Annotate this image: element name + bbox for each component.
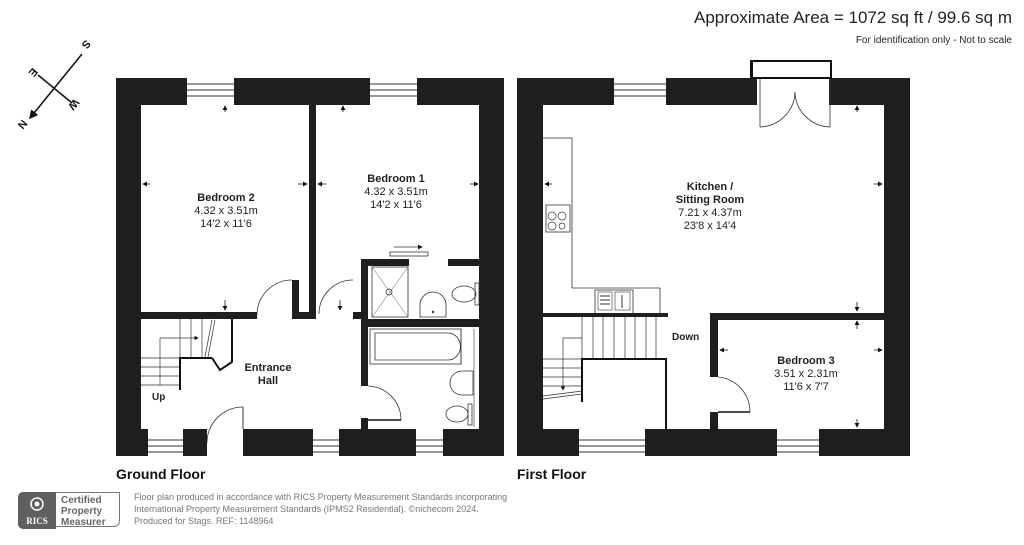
room-name: Bedroom 2 (197, 192, 255, 204)
room-name: Bedroom 3 (777, 355, 835, 367)
basin-icon (419, 291, 447, 318)
window-icon (370, 78, 417, 105)
footer-line-1: Floor plan produced in accordance with R… (134, 492, 508, 502)
footer-line-2: International Property Measurement Stand… (134, 504, 479, 514)
badge-line-3: Measurer (61, 517, 106, 528)
compass-rose-icon (29, 53, 83, 120)
room-label-entrance-hall: Entrance Hall (228, 362, 308, 388)
room-name-line1: Kitchen / (686, 181, 734, 193)
bath-icon (369, 328, 475, 427)
rics-lion-icon (30, 497, 44, 511)
rics-logo: RICS (18, 492, 56, 529)
room-metric-size: 4.32 x 3.51m (364, 186, 428, 198)
badge-line-2: Property (61, 506, 103, 517)
french-doors-icon (750, 60, 832, 128)
ground-floor-plan (116, 78, 504, 456)
stair-down-label: Down (672, 332, 700, 343)
window-icon (148, 429, 183, 456)
certified-property-measurer-badge: Certified Property Measurer (56, 492, 120, 528)
room-metric-size: 3.51 x 2.31m (774, 368, 838, 380)
shower-icon (371, 266, 409, 318)
approximate-area-title: Approximate Area = 1072 sq ft / 99.6 sq … (694, 8, 1012, 27)
room-imperial-size: 14'2 x 11'6 (370, 199, 422, 211)
toilet-icon (445, 403, 473, 426)
room-name-line1: Entrance (244, 362, 292, 374)
badge-line-1: Certified (61, 495, 102, 506)
room-name: Bedroom 1 (367, 173, 425, 185)
room-label-bedroom-1: Bedroom 1 4.32 x 3.51m 14'2 x 11'6 (336, 173, 456, 212)
room-imperial-size: 23'8 x 14'4 (683, 220, 737, 232)
window-icon (614, 78, 666, 105)
footer-disclaimer: Floor plan produced in accordance with R… (134, 491, 507, 527)
room-label-kitchen-sitting-room: Kitchen / Sitting Room 7.21 x 4.37m 23'8… (650, 181, 770, 233)
measurement-arrows (142, 105, 479, 311)
window-icon (777, 429, 819, 456)
sink-icon (594, 289, 634, 315)
window-icon (579, 429, 645, 456)
room-label-bedroom-2: Bedroom 2 4.32 x 3.51m 14'2 x 11'6 (166, 192, 286, 231)
window-icon (187, 78, 234, 105)
room-imperial-size: 11'6 x 7'7 (783, 381, 829, 393)
room-name-line2: Sitting Room (675, 194, 745, 206)
room-label-bedroom-3: Bedroom 3 3.51 x 2.31m 11'6 x 7'7 (746, 355, 866, 394)
window-icon (416, 429, 443, 456)
staircase (141, 319, 216, 386)
stair-up-label: Up (152, 392, 166, 403)
toilet-icon (451, 282, 480, 306)
window-icon (313, 429, 339, 456)
basin-icon (449, 370, 474, 396)
footer-line-3: Produced for Stags. REF: 1148964 (134, 516, 274, 526)
staircase (542, 317, 657, 400)
rics-logo-text: RICS (26, 516, 48, 526)
not-to-scale-note: For identification only - Not to scale (855, 35, 1012, 46)
front-door-opening (206, 406, 244, 456)
room-metric-size: 7.21 x 4.37m (678, 207, 742, 219)
ground-floor-label: Ground Floor (116, 466, 206, 482)
hob-icon (545, 204, 571, 233)
room-metric-size: 4.32 x 3.51m (194, 205, 258, 217)
first-floor-plan (517, 60, 910, 456)
room-name-line2: Hall (257, 375, 279, 387)
measurement-arrows (544, 105, 883, 428)
room-imperial-size: 14'2 x 11'6 (200, 218, 252, 230)
first-floor-label: First Floor (517, 466, 587, 482)
